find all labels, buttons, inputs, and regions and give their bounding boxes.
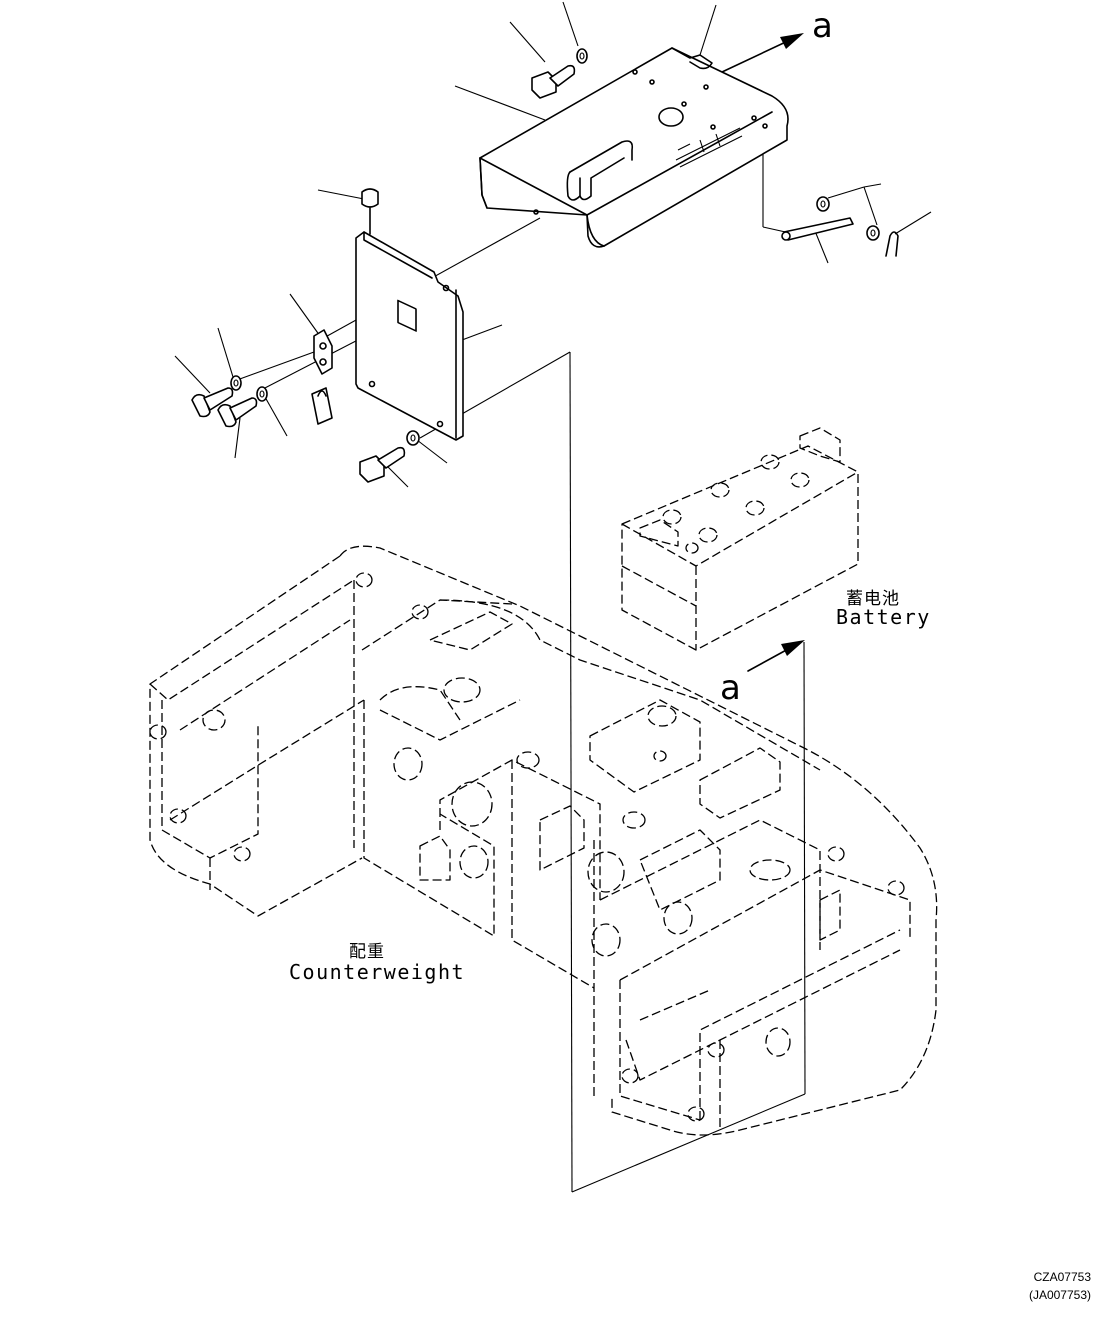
view-arrow-label-bottom: a <box>720 668 741 708</box>
drawing-ref-code: (JA007753) <box>1028 1288 1091 1302</box>
lock-rod <box>781 217 854 241</box>
latch <box>313 329 333 375</box>
battery <box>621 427 859 651</box>
bolt-left-1 <box>191 387 234 418</box>
battery-label-cn: 蓄电池 <box>846 589 900 609</box>
side-plate <box>355 231 464 441</box>
cotter-pin <box>885 231 899 257</box>
view-arrow-label-top: a <box>812 6 833 46</box>
rod-washers <box>816 196 880 241</box>
washer-left-1 <box>230 375 242 391</box>
bolt-left-2 <box>217 397 258 428</box>
view-arrow-top <box>721 33 804 73</box>
bolt-lower <box>359 446 406 483</box>
washer-top <box>576 48 588 64</box>
plate-screw <box>361 188 379 235</box>
counterweight <box>149 545 938 1136</box>
washer-left-2 <box>256 386 268 402</box>
view-arrow-bottom <box>747 640 805 672</box>
washer-lower <box>406 430 420 446</box>
bolt-top <box>531 64 576 99</box>
drawing-code: CZA07753 <box>1033 1270 1091 1284</box>
battery-cover <box>479 47 789 248</box>
battery-label-en: Battery <box>836 605 931 629</box>
counterweight-label-en: Counterweight <box>289 960 466 984</box>
counterweight-label-cn: 配重 <box>349 942 385 962</box>
latch-hook <box>311 387 333 425</box>
